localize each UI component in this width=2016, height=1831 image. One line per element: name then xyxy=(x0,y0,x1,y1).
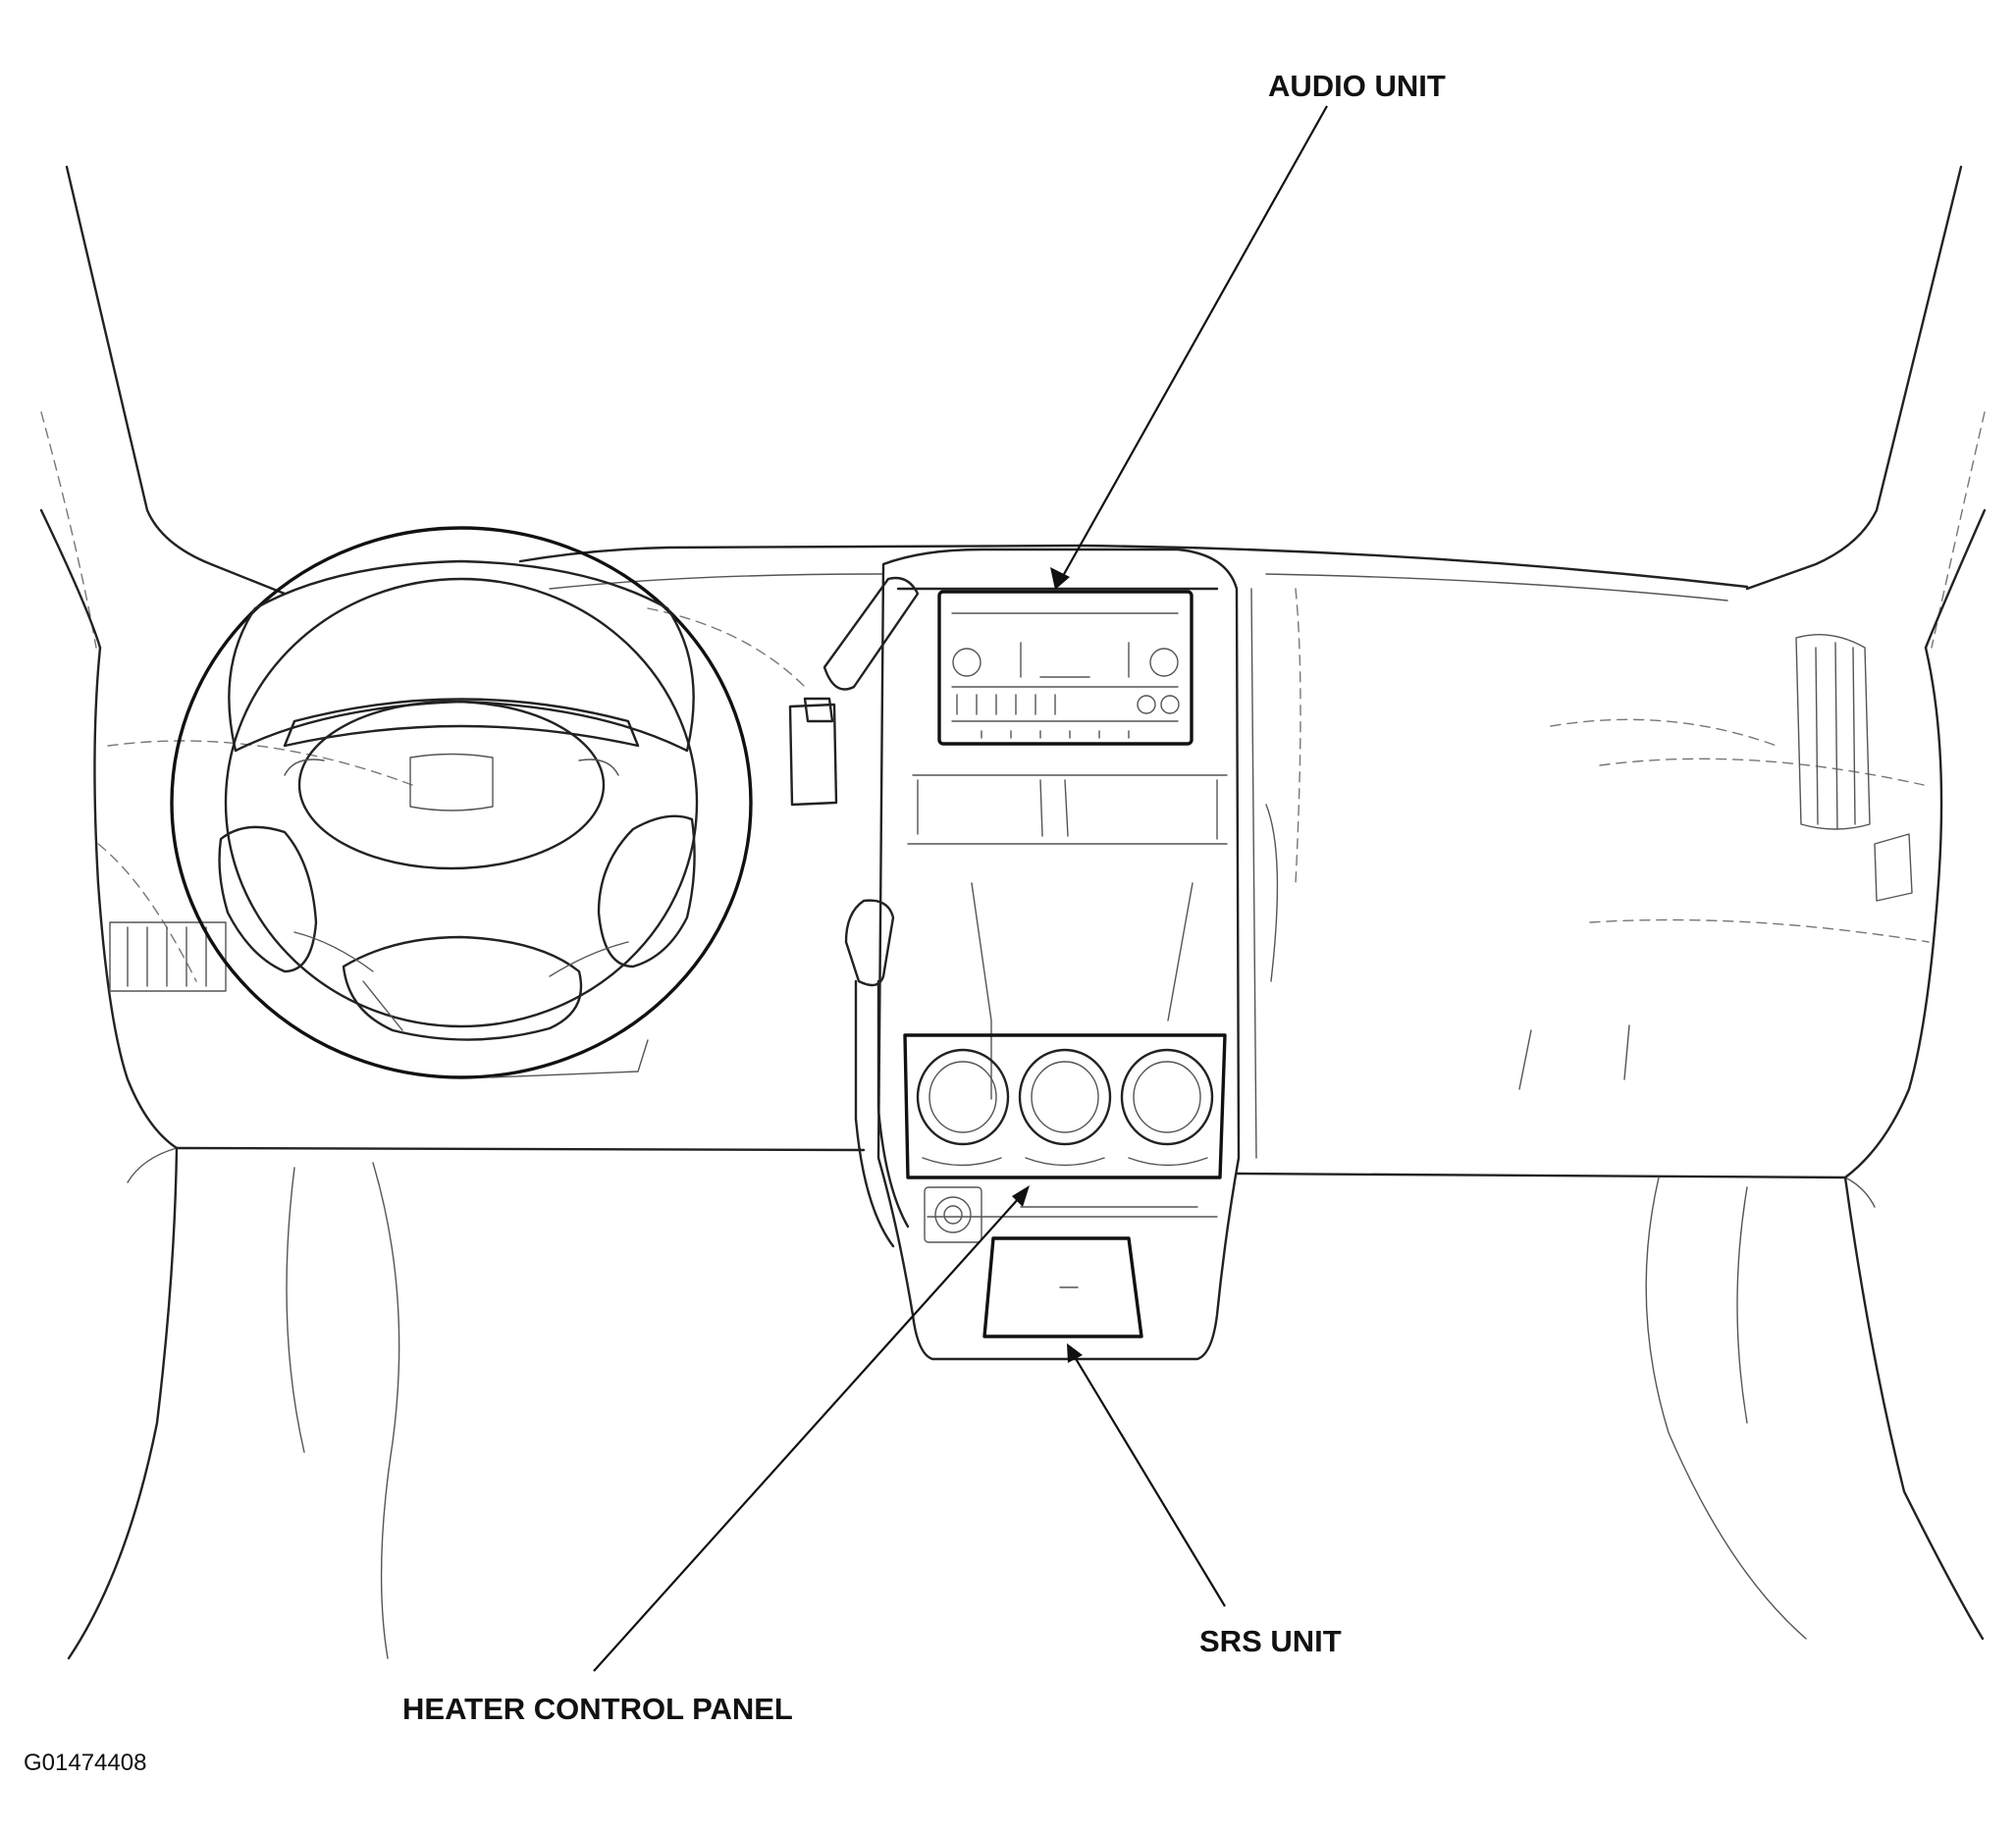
dashboard-body xyxy=(93,544,1943,1208)
audio-unit xyxy=(937,590,1194,746)
srs-unit xyxy=(982,1236,1143,1338)
center-console xyxy=(876,548,1279,1361)
windshield-frame xyxy=(39,165,1987,650)
floor-contours xyxy=(67,1146,1985,1660)
steering-wheel xyxy=(170,526,753,1079)
heater-control-panel xyxy=(903,1033,1227,1179)
figure-id: G01474408 xyxy=(24,1750,146,1776)
lower-console xyxy=(924,1186,1198,1243)
column-stalks xyxy=(788,576,920,1248)
srs-unit-label: SRS UNIT xyxy=(1199,1624,1342,1658)
heater-control-panel-label: HEATER CONTROL PANEL xyxy=(402,1692,793,1726)
audio-unit-label: AUDIO UNIT xyxy=(1268,69,1446,103)
callout-leaders xyxy=(593,105,1328,1672)
